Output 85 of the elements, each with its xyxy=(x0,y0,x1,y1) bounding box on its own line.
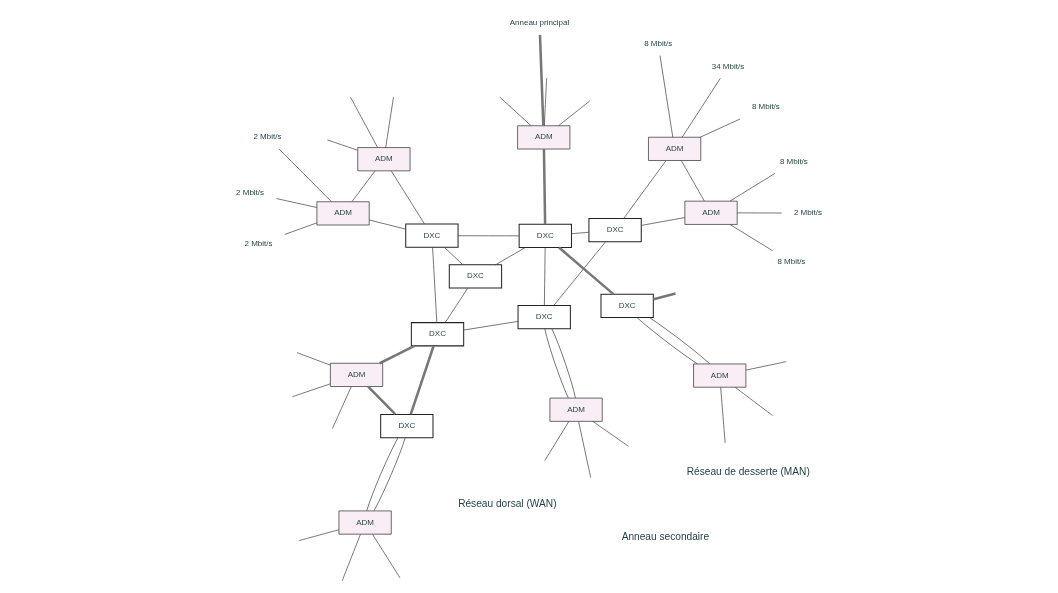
connector xyxy=(368,219,406,230)
connector xyxy=(543,77,547,126)
connector xyxy=(298,529,340,542)
connector xyxy=(653,292,676,301)
connector xyxy=(327,139,358,151)
connector xyxy=(551,328,576,399)
connector xyxy=(745,361,787,371)
connector xyxy=(649,317,711,365)
node-box: DXC xyxy=(448,264,503,289)
node-box: DXC xyxy=(517,305,571,330)
connector xyxy=(332,386,352,429)
connector xyxy=(636,317,698,365)
connector xyxy=(367,385,397,416)
node-text: 8 Mbit/s xyxy=(777,257,806,267)
node-box: ADM xyxy=(357,147,411,172)
connector xyxy=(659,55,674,138)
connector xyxy=(571,231,590,235)
node-text: 2 Mbit/s xyxy=(236,187,265,197)
node-box: ADM xyxy=(684,200,738,225)
node-box: ADM xyxy=(549,397,603,422)
connector xyxy=(385,96,394,148)
connector xyxy=(578,421,592,479)
node-box: DXC xyxy=(600,293,654,318)
connector xyxy=(592,421,629,447)
connector xyxy=(444,287,469,323)
connector xyxy=(351,170,376,202)
connector xyxy=(432,247,438,323)
node-text: 2 Mbit/s xyxy=(253,132,282,142)
node-box: DXC xyxy=(405,223,459,248)
connector xyxy=(366,437,399,512)
connector xyxy=(499,96,532,126)
connector xyxy=(278,148,332,202)
connector xyxy=(291,383,331,398)
node-text: 8 Mbit/s xyxy=(779,156,808,166)
connector xyxy=(734,386,773,416)
connector xyxy=(681,77,721,138)
connector xyxy=(373,437,406,512)
connector xyxy=(276,198,318,208)
connector xyxy=(720,387,726,444)
connector xyxy=(544,421,570,462)
connector xyxy=(495,247,526,266)
connector xyxy=(284,222,318,235)
node-box: ADM xyxy=(648,136,702,161)
node-text: 34 Mbit/s xyxy=(711,61,745,71)
label: Réseau de desserte (MAN) xyxy=(686,465,810,477)
connector xyxy=(350,96,378,148)
connector xyxy=(372,534,401,579)
connector xyxy=(544,247,546,306)
connector xyxy=(558,246,615,296)
node-box: DXC xyxy=(588,218,642,243)
label: Anneau secondaire xyxy=(621,531,710,543)
connector xyxy=(444,247,464,265)
connector xyxy=(729,173,776,202)
connector xyxy=(623,160,667,219)
connector xyxy=(553,241,606,306)
connector xyxy=(463,321,519,331)
node-box: DXC xyxy=(518,223,572,248)
node-box: ADM xyxy=(330,362,384,387)
connector xyxy=(699,118,741,138)
connector xyxy=(544,328,569,399)
node-text: 2 Mbit/s xyxy=(793,208,822,218)
node-text: Anneau principal xyxy=(509,17,570,27)
node-box: ADM xyxy=(693,363,747,388)
node-box: DXC xyxy=(410,322,465,347)
connector xyxy=(542,149,547,225)
connector xyxy=(680,160,705,202)
node-text: 8 Mbit/s xyxy=(751,102,780,112)
connector xyxy=(296,352,331,366)
connector xyxy=(736,212,783,214)
connector xyxy=(379,344,415,365)
connector xyxy=(409,345,435,415)
node-text: 2 Mbit/s xyxy=(244,238,273,248)
connector xyxy=(391,170,425,225)
connector xyxy=(457,235,520,237)
connector xyxy=(341,534,361,582)
connector xyxy=(558,100,590,126)
connector xyxy=(640,217,686,226)
node-text: 8 Mbit/s xyxy=(644,38,673,48)
label: Réseau dorsal (WAN) xyxy=(458,498,557,510)
connector xyxy=(729,224,773,252)
node-box: ADM xyxy=(517,125,571,150)
node-box: DXC xyxy=(380,413,434,439)
node-box: ADM xyxy=(338,510,392,535)
connector xyxy=(538,34,545,126)
node-box: ADM xyxy=(316,201,370,226)
